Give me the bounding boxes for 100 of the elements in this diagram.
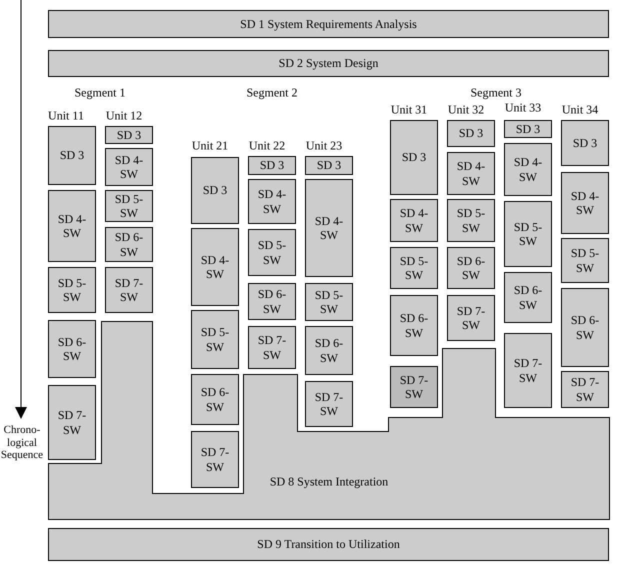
phase-label: SD 3	[402, 150, 426, 165]
unit-heading: Unit 34	[562, 102, 598, 118]
phase-box	[305, 381, 353, 427]
phase-label: SD 5-SW	[512, 220, 544, 248]
phase-label: SD 4-SW	[200, 252, 230, 282]
phase-box	[191, 310, 239, 369]
phase-label: SD 1 System Requirements Analysis	[240, 16, 417, 32]
phase-box	[48, 50, 609, 77]
phase-label: SD 3	[116, 128, 142, 142]
segment-heading: Segment 1	[74, 86, 126, 100]
phase-box	[105, 126, 153, 144]
unit-heading: Unit 33	[504, 100, 542, 116]
phase-box	[390, 247, 438, 289]
phase-box	[48, 190, 96, 262]
phase-box	[504, 272, 552, 323]
phase-box	[390, 120, 438, 195]
unit-heading: Unit 31	[390, 102, 428, 118]
phase-label: SD 4-SW	[456, 159, 486, 188]
phase-box	[447, 247, 495, 289]
phase-box	[561, 172, 609, 234]
axis-label: Chrono-logical Sequence	[0, 424, 44, 462]
unit-heading: Unit 11	[48, 108, 84, 124]
phase-label: SD 6-SW	[314, 336, 344, 365]
phase-label: SD 4-SW	[114, 152, 144, 182]
phase-label: SD 6-SW	[256, 287, 288, 316]
phase-box	[390, 199, 438, 242]
phase-box	[504, 333, 552, 408]
phase-box	[390, 295, 438, 356]
unit-heading: Unit 12	[106, 108, 142, 124]
phase-box	[561, 238, 609, 283]
phase-box	[48, 385, 96, 460]
phase-label: SD 6-SW	[512, 283, 544, 312]
unit-heading: Unit 21	[192, 138, 228, 154]
phase-label: SD 6-SW	[398, 311, 430, 340]
phase-box	[447, 295, 495, 341]
phase-label: SD 7-SW	[114, 276, 144, 304]
phase-box	[48, 126, 96, 185]
phase-box	[191, 228, 239, 306]
phase-box	[191, 374, 239, 425]
phase-box	[504, 120, 552, 138]
phase-label: SD 3	[572, 136, 598, 150]
phase-box	[504, 201, 552, 267]
phase-box	[248, 326, 296, 369]
phase-label: SD 7-SW	[256, 333, 288, 362]
phase-box	[561, 288, 609, 367]
unit-heading: Unit 32	[448, 102, 484, 118]
phase-box	[504, 143, 552, 196]
phase-label: SD 6-SW	[456, 254, 486, 282]
phase-box	[248, 283, 296, 320]
phase-box	[105, 227, 153, 262]
phase-label: SD 4-SW	[398, 206, 430, 235]
phase-label: SD 5-SW	[314, 288, 344, 316]
phase-box	[447, 120, 495, 147]
phase-label: SD 7-SW	[56, 408, 88, 437]
phase-label: SD 7-SW	[200, 445, 230, 474]
phase-box	[561, 120, 609, 166]
phase-label: SD 7-SW	[398, 372, 430, 402]
phase-label: SD 5-SW	[56, 276, 88, 304]
phase-label: SD 2 System Design	[278, 56, 378, 71]
phase-label: SD 3	[516, 122, 540, 136]
phase-label: SD 9 Transition to Utilization	[257, 537, 400, 552]
phase-box	[48, 267, 96, 313]
phase-label: SD 5-SW	[256, 238, 288, 267]
phase-label: SD 6-SW	[56, 334, 88, 364]
phase-box	[48, 320, 96, 378]
phase-box	[191, 431, 239, 488]
phase-box	[48, 528, 609, 561]
phase-box	[305, 283, 353, 321]
phase-label: SD 7-SW	[456, 304, 486, 332]
phase-label: SD 7-SW	[314, 390, 344, 418]
phase-box	[305, 326, 353, 375]
segment-heading: Segment 3	[470, 86, 522, 100]
phase-box	[248, 179, 296, 224]
unit-heading: Unit 22	[248, 138, 286, 154]
phase-box	[305, 179, 353, 277]
phase-label: SD 3	[60, 148, 84, 163]
phase-label: SD 3	[202, 183, 228, 198]
phase-label: SD 4-SW	[56, 212, 88, 240]
phase-box	[248, 229, 296, 276]
phase-label: SD 5-SW	[200, 325, 230, 354]
phase-box	[105, 190, 153, 222]
phase-label: SD 3	[260, 158, 284, 173]
phase-box	[191, 157, 239, 224]
phase-label: SD 7-SW	[570, 375, 600, 404]
phase-label: SD 5-SW	[114, 192, 144, 220]
phase-box	[305, 156, 353, 175]
phase-box	[390, 366, 438, 408]
block-label: SD 8 System Integration	[270, 474, 388, 490]
phase-label: SD 6-SW	[570, 313, 600, 342]
phase-label: SD 5-SW	[456, 206, 486, 235]
segment-heading: Segment 2	[246, 86, 298, 100]
phase-label: SD 6-SW	[200, 385, 230, 414]
phase-box	[447, 199, 495, 242]
phase-label: SD 4-SW	[512, 155, 544, 184]
phase-label: SD 7-SW	[512, 356, 544, 385]
phase-box	[48, 10, 609, 38]
phase-label: SD 5-SW	[570, 246, 600, 275]
phase-label: SD 5-SW	[398, 254, 430, 282]
phase-label: SD 4-SW	[314, 214, 344, 242]
phase-box	[447, 152, 495, 195]
